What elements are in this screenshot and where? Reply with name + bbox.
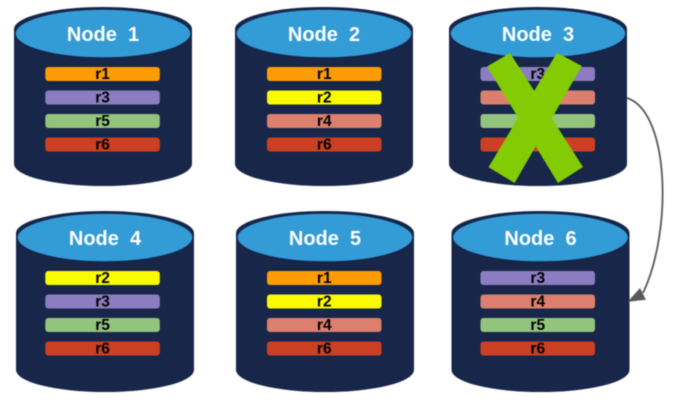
svg-text:r3: r3: [95, 294, 110, 311]
svg-text:r3: r3: [530, 270, 545, 287]
svg-text:Node 2: Node 2: [288, 24, 360, 46]
svg-text:r1: r1: [95, 66, 110, 83]
svg-text:r6: r6: [95, 137, 110, 154]
svg-text:r1: r1: [317, 66, 332, 83]
svg-text:r2: r2: [317, 90, 332, 107]
svg-text:r5: r5: [95, 113, 110, 130]
svg-text:r4: r4: [530, 294, 545, 311]
svg-text:r2: r2: [95, 270, 110, 287]
svg-text:r6: r6: [530, 341, 545, 358]
svg-text:Node 5: Node 5: [289, 228, 361, 250]
svg-text:Node 6: Node 6: [504, 228, 576, 250]
svg-text:r4: r4: [317, 317, 332, 334]
svg-text:r6: r6: [317, 341, 332, 358]
svg-text:r2: r2: [317, 294, 332, 311]
svg-text:r6: r6: [95, 341, 110, 358]
svg-text:r1: r1: [317, 270, 332, 287]
svg-text:r5: r5: [530, 317, 545, 334]
svg-text:r5: r5: [95, 317, 110, 334]
svg-text:r6: r6: [317, 137, 332, 154]
svg-text:Node 3: Node 3: [502, 24, 574, 46]
svg-text:Node 4: Node 4: [69, 228, 142, 250]
svg-text:Node 1: Node 1: [67, 24, 139, 46]
svg-text:r4: r4: [317, 113, 332, 130]
svg-text:r3: r3: [95, 90, 110, 107]
